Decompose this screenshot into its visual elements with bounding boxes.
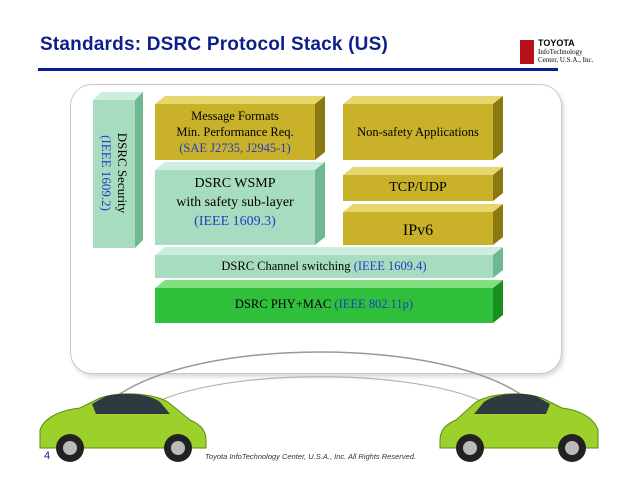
- security-label-line1: DSRC Security: [115, 132, 130, 214]
- logo-emblem-icon: [520, 40, 534, 64]
- channel-switching-label: DSRC Channel switching (IEEE 1609.4): [155, 259, 493, 274]
- radio-arc-inner: [139, 376, 501, 413]
- phy-mac-block: [155, 280, 503, 323]
- ipv6-block: [343, 204, 503, 245]
- page-number: 4: [44, 450, 51, 462]
- channel-switching-block: [155, 247, 503, 278]
- wsmp-line1: DSRC WSMP: [194, 176, 276, 191]
- wsmp-line2: with safety sub-layer: [176, 195, 294, 210]
- message-formats-block: [155, 96, 325, 160]
- security-label-line2: (IEEE 1609.2): [99, 135, 114, 211]
- left-car-icon: [39, 393, 207, 462]
- phy-mac-label: DSRC PHY+MAC (IEEE 802.11p): [155, 297, 493, 312]
- wsmp-line3: (IEEE 1609.3): [194, 214, 276, 229]
- phy-mac-text: DSRC PHY+MAC: [234, 297, 335, 311]
- slide-title: Standards: DSRC Protocol Stack (US): [40, 34, 388, 55]
- message-formats-label: Message Formats Min. Performance Req. (S…: [155, 108, 315, 156]
- channel-switching-std: (IEEE 1609.4): [353, 259, 427, 273]
- message-formats-line1: Message Formats: [191, 109, 279, 123]
- wsmp-label: DSRC WSMP with safety sub-layer (IEEE 16…: [155, 174, 315, 231]
- non-safety-block: [343, 96, 503, 160]
- footer-copyright: Toyota InfoTechnology Center, U.S.A., In…: [205, 452, 416, 461]
- title-underline: [38, 68, 558, 71]
- non-safety-label: Non-safety Applications: [357, 125, 479, 139]
- right-car-icon: [439, 393, 599, 462]
- radio-arc-outer: [94, 351, 546, 419]
- channel-switching-text: DSRC Channel switching: [221, 259, 354, 273]
- logo-line-3: Center, U.S.A., Inc.: [538, 56, 594, 64]
- tcp-udp-block: [343, 167, 503, 201]
- logo-line-1: TOYOTA: [538, 38, 575, 48]
- security-block: [93, 92, 143, 248]
- message-formats-line3: (SAE J2735, J2945-1): [179, 141, 291, 155]
- phy-mac-std: (IEEE 802.11p): [334, 297, 414, 311]
- wsmp-block: [155, 162, 325, 245]
- security-label: DSRC Security (IEEE 1609.2): [93, 98, 133, 248]
- ipv6-label: IPv6: [402, 222, 434, 239]
- tcp-udp-label: TCP/UDP: [389, 180, 447, 195]
- toyota-logo: TOYOTA InfoTechnology Center, U.S.A., In…: [520, 38, 620, 68]
- message-formats-line2: Min. Performance Req.: [176, 125, 294, 139]
- logo-line-2: InfoTechnology: [538, 48, 583, 56]
